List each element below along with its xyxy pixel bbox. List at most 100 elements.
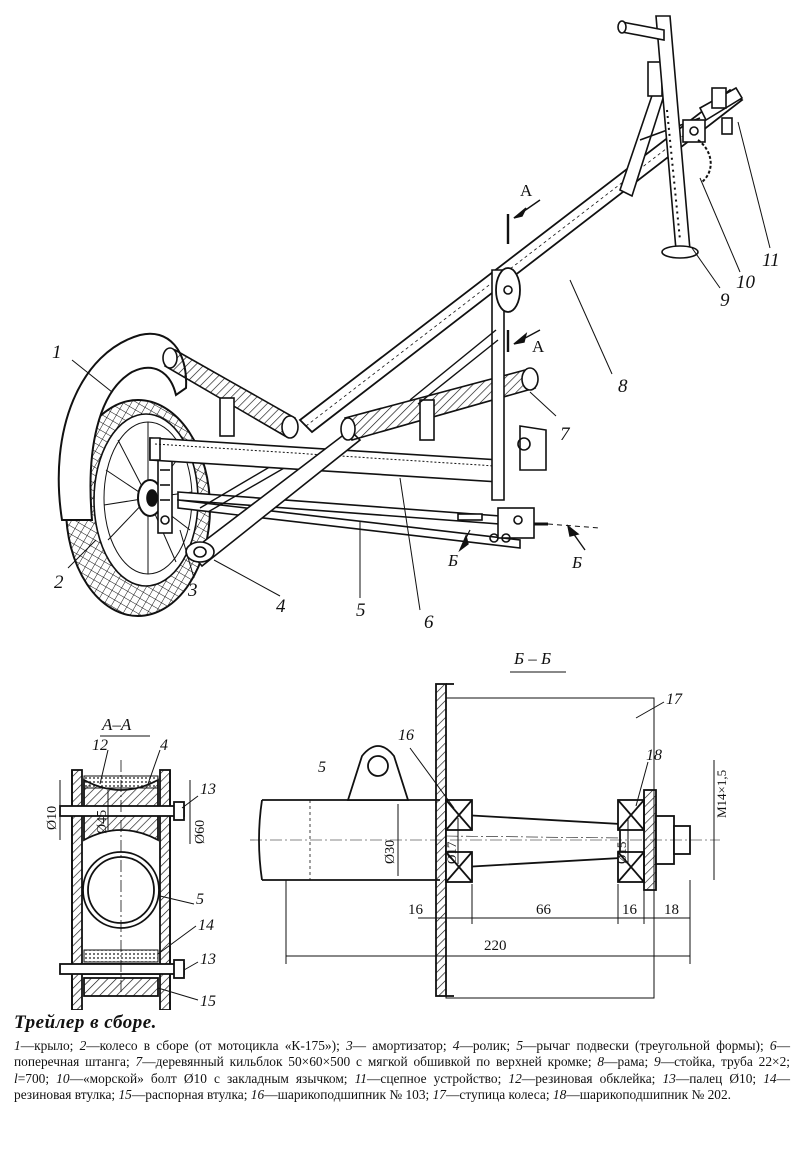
section-b-b: Б – Б [250, 649, 720, 999]
legend-number: 12 [508, 1070, 522, 1086]
callout-10: 10 [736, 272, 756, 293]
callout-7: 7 [560, 424, 571, 445]
shock-absorber [157, 454, 173, 534]
section-b-b-labels: 5 16 17 18 Ø30 Ø17 Ø15 M14×1,5 16 66 16 … [318, 691, 729, 954]
section-a-a: А–А [59, 715, 199, 1010]
fender [57, 332, 188, 521]
aa-dim-d10: Ø10 [45, 806, 60, 830]
section-arrow-a-upper: А [520, 181, 533, 200]
legend-number: 7 [135, 1054, 143, 1070]
legend-text: —ролик; [459, 1038, 517, 1053]
legend-text: —деревянный кильблок 50×60×500 с мягкой … [142, 1054, 598, 1070]
legend-number: 4 [452, 1038, 460, 1053]
section-arrow-b-left: Б [447, 551, 458, 570]
keel-block-right [340, 367, 539, 441]
legend-number: 14 [763, 1070, 777, 1086]
frame [298, 61, 744, 501]
bb-dim-d30: Ø30 [383, 840, 398, 864]
bb-dim-66: 66 [536, 902, 552, 918]
aa-callout-15: 15 [200, 993, 216, 1010]
aa-callout-12: 12 [92, 737, 108, 754]
legend-text: —поперечная штанга; [14, 1038, 790, 1070]
legend-text: —шарикоподшипник № 202. [566, 1087, 732, 1103]
section-a-a-title: А–А [101, 715, 132, 734]
legend-number: 16 [250, 1087, 265, 1103]
legend-number: 1 [14, 1038, 21, 1053]
perspective-view [57, 15, 771, 617]
bb-dim-18: 18 [664, 902, 679, 918]
legend-text: =700; [17, 1070, 57, 1086]
bb-dim-m14: M14×1,5 [714, 770, 729, 818]
legend-number: 17 [432, 1087, 446, 1103]
legend-number: 15 [118, 1087, 132, 1103]
section-arrow-b-right: Б [571, 553, 582, 572]
leader-lines [67, 121, 771, 611]
legend-text: —распорная втулка; [131, 1087, 251, 1103]
callout-4: 4 [276, 596, 286, 617]
legend-number: 10 [56, 1070, 70, 1086]
bb-dim-220: 220 [484, 938, 507, 954]
legend-text: —рама; [604, 1054, 655, 1070]
section-arrows [458, 199, 586, 553]
roller-arm [185, 428, 362, 568]
callout-5: 5 [356, 600, 366, 621]
bb-dim-d17: Ø17 [444, 841, 459, 864]
legend-number: 9 [654, 1054, 661, 1070]
callout-numbers: 1 2 3 4 5 6 7 8 9 10 11 [52, 250, 780, 633]
bb-callout-18: 18 [646, 747, 662, 764]
legend-text: —крыло; [20, 1038, 80, 1053]
aa-callout-5: 5 [196, 891, 204, 908]
legend-number: l [14, 1070, 18, 1086]
callout-3: 3 [187, 580, 198, 601]
callout-8: 8 [618, 376, 628, 397]
legend-number: 13 [662, 1070, 676, 1086]
section-arrow-a-lower: А [532, 337, 545, 356]
legend-text: —палец Ø10; [675, 1070, 764, 1086]
section-a-a-labels: 12 4 13 5 14 13 15 Ø10 Ø45 Ø60 [45, 737, 216, 1010]
legend-number: 3 [345, 1038, 353, 1053]
legend-text: —сцепное устройство; [367, 1070, 509, 1086]
legend-number: 11 [354, 1070, 368, 1086]
legend-number: 5 [516, 1038, 524, 1053]
aa-callout-4: 4 [160, 737, 168, 754]
legend-text: —ступица колеса; [446, 1087, 553, 1103]
bb-dim-d15: Ø15 [614, 842, 629, 864]
section-arrow-labels: А А Б Б [447, 181, 582, 572]
callout-11: 11 [762, 250, 780, 271]
legend-number: 6 [769, 1038, 777, 1053]
aa-dim-d45: Ø45 [95, 810, 110, 834]
marine-bolt-chain [682, 119, 712, 183]
aa-callout-14: 14 [198, 917, 214, 934]
bb-callout-5: 5 [318, 759, 326, 776]
legend-number: 8 [597, 1054, 605, 1070]
hitch [698, 86, 744, 135]
figure-legend: 1—крыло; 2—колесо в сборе (от мотоцикла … [14, 1038, 790, 1104]
section-b-b-title: Б – Б [513, 649, 551, 668]
figure-title: Трейлер в сборе. [14, 1012, 157, 1033]
callout-2: 2 [54, 572, 64, 593]
bb-dim-16b: 16 [622, 902, 638, 918]
legend-text: —«морской» болт Ø10 с закладным язычком; [69, 1070, 355, 1086]
legend-text: —колесо в сборе (от мотоцикла «К-175»); [86, 1038, 346, 1053]
legend-text: —резиновая втулка; [14, 1070, 790, 1103]
bb-dim-16a: 16 [408, 902, 424, 918]
legend-number: 18 [552, 1087, 567, 1103]
callout-1: 1 [52, 342, 62, 363]
callout-6: 6 [424, 612, 434, 633]
legend-text: —рычаг подвески (треугольной формы); [523, 1038, 770, 1053]
legend-text: —стойка, труба 22×2; [660, 1054, 790, 1070]
aa-dim-d60: Ø60 [193, 820, 208, 844]
bb-callout-17: 17 [666, 691, 683, 708]
keel-block-left [162, 347, 299, 439]
legend-text: — амортизатор; [352, 1038, 453, 1053]
callout-9: 9 [720, 290, 730, 311]
bb-callout-16: 16 [398, 727, 414, 744]
legend-text: —шарикоподшипник № 103; [264, 1087, 433, 1103]
aa-callout-13a: 13 [200, 781, 216, 798]
trailer-technical-drawing: 1 2 3 4 5 6 7 8 9 10 11 А А Б Б А–А [45, 15, 780, 1010]
aa-callout-13b: 13 [200, 951, 216, 968]
jack-post [617, 15, 699, 259]
figure-caption: Трейлер в сборе. 1—крыло; 2—колесо в сбо… [14, 1012, 790, 1104]
legend-text: —резиновая обклейка; [521, 1070, 663, 1086]
legend-number: 2 [79, 1038, 87, 1053]
